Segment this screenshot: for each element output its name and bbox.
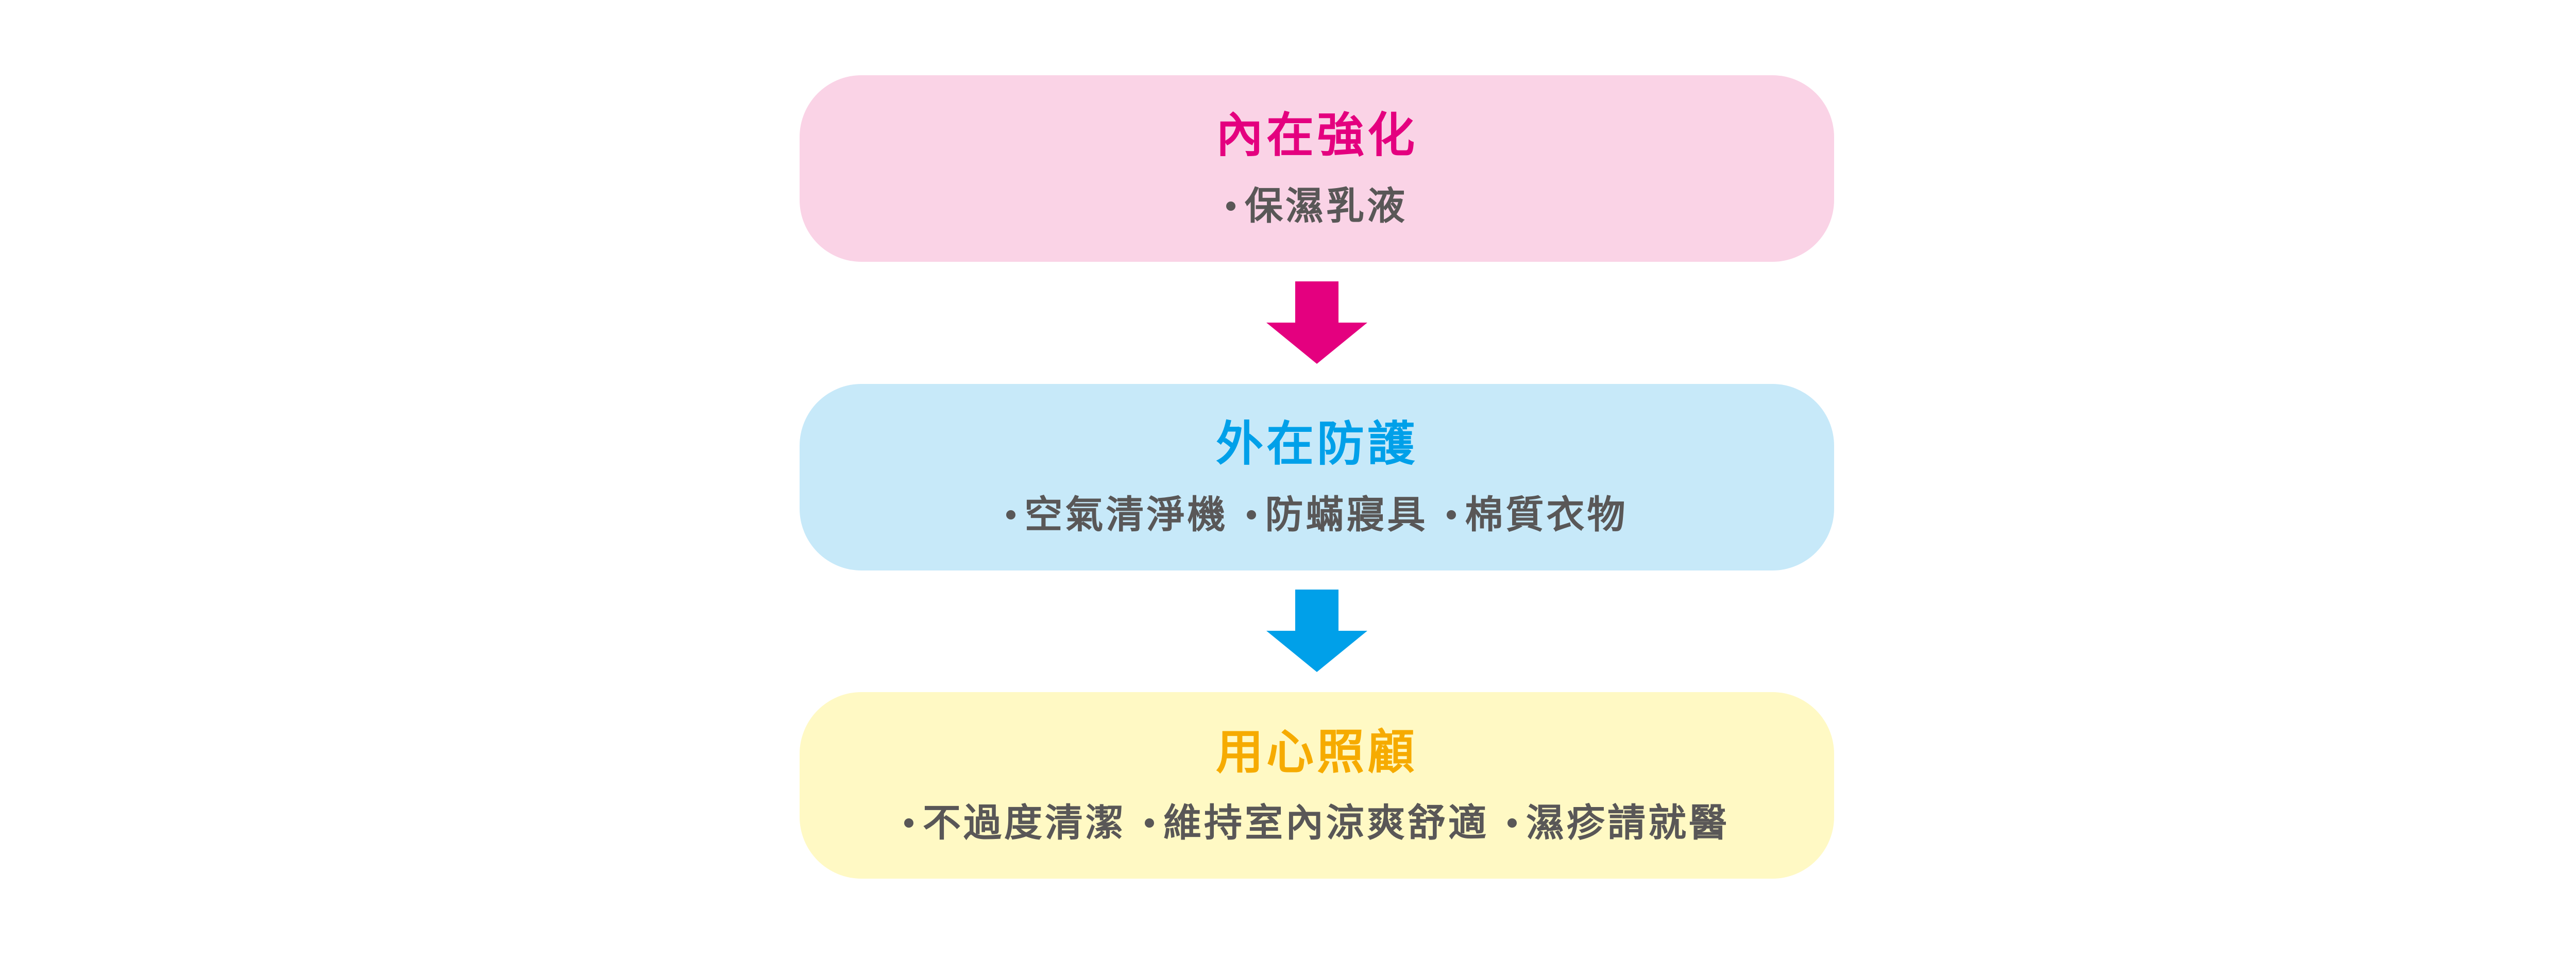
- step-box-inner: 內在強化 保濕乳液: [800, 75, 1834, 262]
- step-box-care: 用心照顧 不過度清潔 維持室內涼爽舒適 濕疹請就醫: [800, 692, 1834, 879]
- bullet-icon: [1507, 818, 1517, 828]
- item-label: 棉質衣物: [1465, 493, 1628, 537]
- item-label: 維持室內涼爽舒適: [1163, 801, 1489, 845]
- arrow-shape: [1266, 281, 1367, 364]
- list-item: 維持室內涼爽舒適: [1145, 804, 1489, 842]
- list-item: 防蟎寢具: [1246, 493, 1428, 537]
- list-item: 空氣清淨機: [1006, 496, 1228, 534]
- bullet-icon: [1226, 201, 1235, 211]
- bullet-icon: [1145, 818, 1154, 828]
- list-item: 棉質衣物: [1446, 493, 1628, 537]
- list-item: 濕疹請就醫: [1507, 804, 1730, 842]
- bullet-icon: [1446, 510, 1456, 519]
- item-label: 不過度清潔: [923, 801, 1126, 845]
- step-items: 空氣清淨機 防蟎寢具 棉質衣物: [1006, 496, 1628, 534]
- step-title: 內在強化: [1215, 108, 1418, 163]
- step-items: 保濕乳液: [1226, 187, 1408, 225]
- item-label: 空氣清淨機: [1024, 493, 1228, 537]
- item-label: 保濕乳液: [1245, 184, 1408, 228]
- bullet-icon: [904, 818, 913, 828]
- bullet-icon: [1006, 510, 1015, 519]
- arrow-shape: [1266, 590, 1367, 672]
- down-arrow-icon: [1266, 281, 1367, 364]
- bullet-icon: [1246, 510, 1256, 519]
- item-label: 濕疹請就醫: [1526, 801, 1730, 845]
- list-item: 保濕乳液: [1226, 187, 1408, 225]
- step-box-outer: 外在防護 空氣清淨機 防蟎寢具 棉質衣物: [800, 384, 1834, 570]
- step-title: 外在防護: [1215, 416, 1418, 472]
- item-label: 防蟎寢具: [1265, 493, 1428, 537]
- step-title: 用心照顧: [1215, 725, 1418, 780]
- list-item: 不過度清潔: [904, 804, 1126, 842]
- step-items: 不過度清潔 維持室內涼爽舒適 濕疹請就醫: [904, 804, 1730, 842]
- down-arrow-icon: [1266, 590, 1367, 672]
